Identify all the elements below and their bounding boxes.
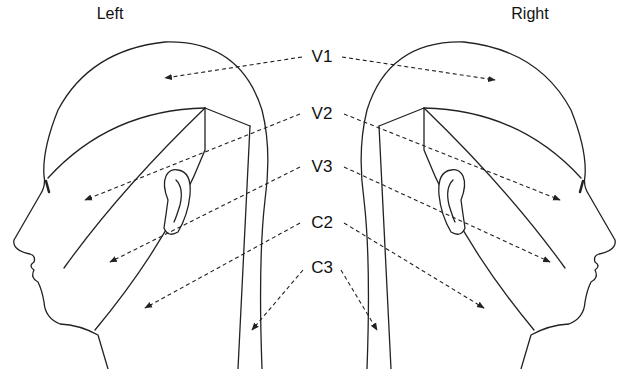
dermatome-label: V1 [310, 47, 335, 67]
leader-arrow [110, 167, 300, 262]
leader-arrow [344, 223, 484, 308]
v1-v2-boundary [48, 108, 205, 178]
right-head [361, 42, 615, 369]
ear [164, 170, 190, 235]
dermatome-label: V3 [310, 157, 335, 177]
leader-arrow [342, 57, 495, 80]
eye-mark [580, 181, 583, 192]
ear-inner [174, 180, 181, 222]
leader-arrow [341, 270, 377, 330]
head-outline [14, 42, 268, 369]
head-outline [361, 42, 615, 369]
leader-arrow [344, 167, 550, 262]
left-head [14, 42, 268, 369]
ear [439, 170, 465, 235]
leader-arrow [252, 270, 303, 330]
side-label: Left [95, 5, 126, 23]
v1-v2-boundary [424, 108, 581, 178]
side-label: Right [509, 5, 550, 23]
c2-c3-boundary [379, 126, 391, 369]
dermatome-label: C3 [309, 258, 335, 278]
leader-arrow [165, 57, 302, 78]
dermatome-label: C2 [309, 213, 335, 233]
leader-arrow [145, 223, 300, 308]
v3-c2-boundary [95, 108, 250, 330]
leader-arrows [85, 57, 560, 330]
v3-c2-boundary [379, 108, 534, 330]
leader-arrow [85, 114, 300, 200]
c2-c3-boundary [238, 126, 250, 369]
leader-arrow [344, 114, 560, 200]
v2-v3-boundary [424, 108, 565, 268]
v2-v3-boundary [64, 108, 205, 268]
dermatome-label: V2 [310, 104, 335, 124]
eye-mark [46, 181, 49, 192]
